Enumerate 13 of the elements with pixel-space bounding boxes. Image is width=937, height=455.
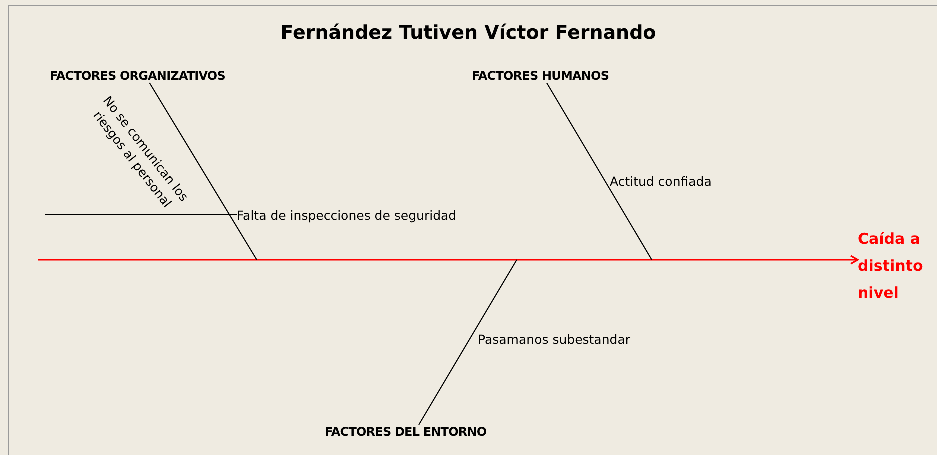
cause-label: Actitud confiada — [610, 174, 712, 189]
bone-line — [546, 82, 652, 260]
diagram-title: Fernández Tutiven Víctor Fernando — [280, 22, 658, 44]
bone-line — [45, 214, 237, 216]
bone-line — [418, 260, 518, 426]
category-label: FACTORES DEL ENTORNO — [325, 425, 487, 439]
category-label: FACTORES HUMANOS — [472, 69, 610, 83]
effect-label: Caída a distinto nivel — [858, 226, 926, 307]
category-label: FACTORES ORGANIZATIVOS — [50, 69, 226, 83]
spine-arrow — [38, 255, 859, 265]
cause-label: Falta de inspecciones de seguridad — [237, 208, 457, 223]
cause-label: Pasamanos subestandar — [478, 332, 630, 347]
bone-line — [149, 82, 258, 260]
